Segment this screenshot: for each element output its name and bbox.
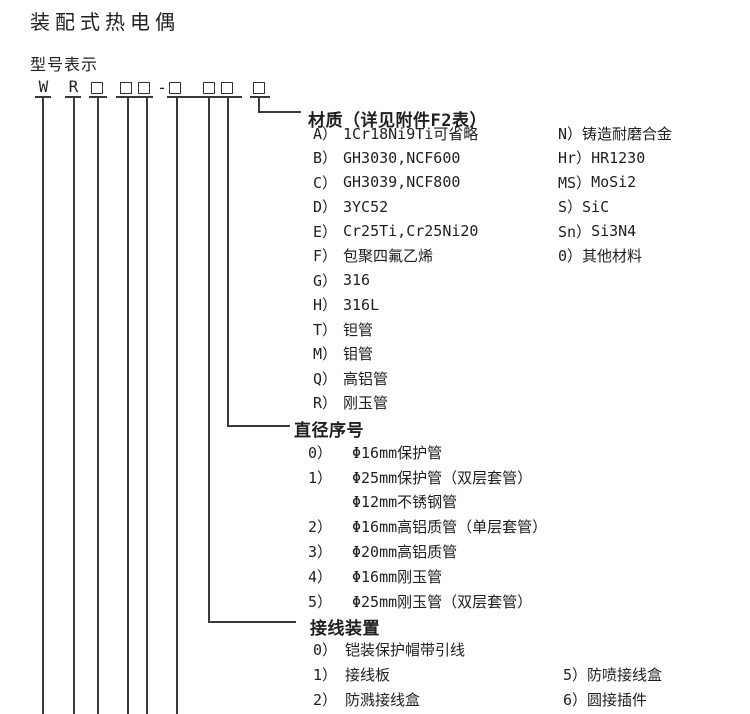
material-left-list: A）1Cr18Ni9Ti可省略 B）GH3030,NCF600 C）GH3039… (313, 121, 478, 415)
connector-junction-vertical (208, 98, 210, 623)
diameter-item: Φ12mm不锈钢管 (352, 493, 458, 512)
diameter-item: 5）Φ25mm刚玉管（双层套管） (308, 592, 533, 611)
material-item: F）包聚四氟乙烯 (313, 247, 434, 266)
material-item: MS）MoSi2 (558, 173, 637, 192)
page-title: 装配式热电偶 (30, 10, 180, 34)
material-item: M）钼管 (313, 345, 374, 364)
code-box-4 (169, 82, 181, 94)
material-item: 0）其他材料 (558, 247, 643, 266)
leader-line-box-3 (146, 98, 148, 714)
connector-material-horizontal (258, 111, 301, 113)
diameter-item: 2）Φ16mm高铝质管（单层套管） (308, 518, 548, 537)
code-box-7 (253, 82, 265, 94)
leader-line-box-1 (97, 98, 99, 714)
leader-line-r (73, 98, 75, 714)
code-box-3 (138, 82, 150, 94)
code-letter-w: W (38, 77, 49, 96)
diameter-list: 0）Φ16mm保护管 1）Φ25mm保护管（双层套管） Φ12mm不锈钢管 2）… (308, 440, 547, 614)
junction-item: 5）防喷接线盒 (563, 666, 663, 684)
material-item: Hr）HR1230 (558, 148, 646, 168)
material-item: T）钽管 (313, 320, 374, 339)
code-box-2 (120, 82, 132, 94)
junction-item: 1）接线板 (313, 666, 391, 684)
code-dash: - (157, 78, 167, 97)
junction-item: 0）铠装保护帽带引线 (313, 641, 466, 659)
material-item: N）铸造耐磨合金 (558, 124, 673, 143)
material-item: Sn）Si3N4 (558, 222, 637, 241)
junction-left-list: 0）铠装保护帽带引线 1）接线板 2）防溅接线盒 (313, 637, 465, 712)
junction-item: 6）圆接插件 (563, 691, 648, 709)
connector-diameter-vertical (227, 98, 229, 427)
material-item: H）316L (313, 295, 380, 315)
underline-box-1 (89, 96, 107, 98)
code-letter-r: R (68, 77, 79, 96)
code-box-5 (203, 82, 215, 94)
material-item: S）SiC (558, 197, 610, 217)
material-item: C）GH3039,NCF800 (313, 173, 461, 192)
material-item: E）Cr25Ti,Cr25Ni20 (313, 222, 479, 241)
underline-box-group-2 (167, 96, 242, 98)
material-item: R）刚玉管 (313, 394, 389, 413)
section-title-material: 材质（详见附件F2表） (308, 111, 487, 131)
leader-line-box-4 (176, 98, 178, 714)
junction-item: 2）防溅接线盒 (313, 691, 421, 709)
section-title-junction: 接线装置 (310, 619, 380, 639)
model-designation-label: 型号表示 (30, 55, 99, 74)
code-box-6 (221, 82, 233, 94)
material-item: Q）高铝管 (313, 369, 389, 388)
material-item: A）1Cr18Ni9Ti可省略 (313, 124, 479, 143)
material-item: D）3YC52 (313, 197, 389, 217)
diameter-item: 0）Φ16mm保护管 (308, 443, 443, 462)
underline-box-7 (250, 96, 270, 98)
underline-r (65, 96, 81, 98)
material-item: G）316 (313, 271, 371, 290)
leader-line-box-2 (127, 98, 129, 714)
diameter-item: 4）Φ16mm刚玉管 (308, 567, 443, 586)
section-title-diameter: 直径序号 (294, 421, 364, 441)
leader-line-w (42, 98, 44, 714)
material-item: B）GH3030,NCF600 (313, 148, 461, 168)
code-box-1 (91, 82, 103, 94)
diameter-item: 1）Φ25mm保护管（双层套管） (308, 468, 533, 487)
junction-right-list: 5）防喷接线盒 6）圆接插件 (563, 662, 662, 712)
material-right-list: N）铸造耐磨合金 Hr）HR1230 MS）MoSi2 S）SiC Sn）Si3… (558, 121, 672, 268)
diameter-item: 3）Φ20mm高铝质管 (308, 543, 458, 562)
connector-diameter-horizontal (227, 425, 290, 427)
connector-material-vertical (258, 98, 260, 113)
connector-junction-horizontal (208, 621, 296, 623)
underline-box-pair-1 (116, 96, 153, 98)
underline-w (35, 96, 51, 98)
